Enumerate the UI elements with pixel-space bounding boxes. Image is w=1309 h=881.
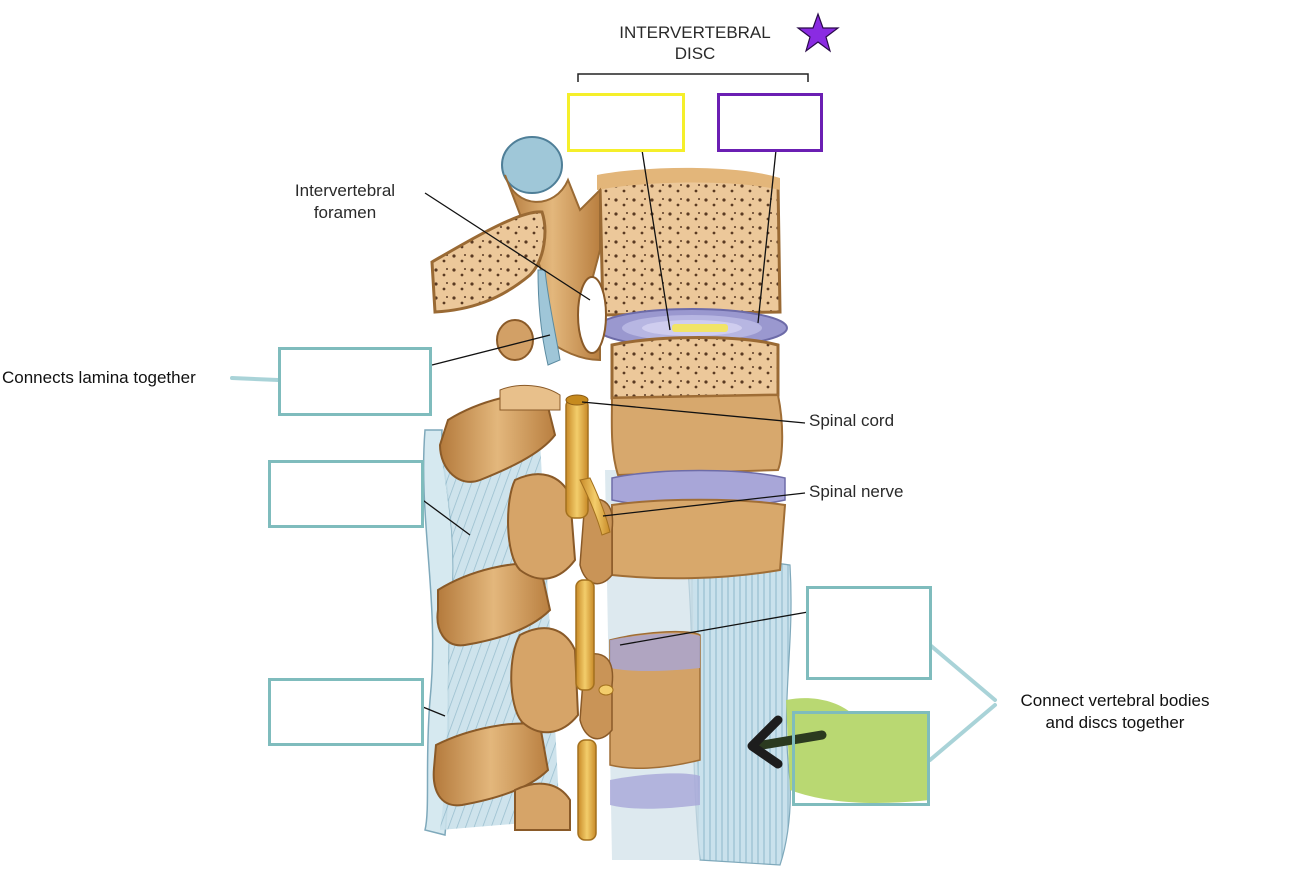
answer-box-annulus-fibrosus[interactable]	[717, 93, 823, 152]
note-connect-vertebral-bodies: Connect vertebral bodies and discs toget…	[995, 690, 1235, 734]
connector-strokes	[230, 376, 997, 762]
spinous-processes	[432, 385, 614, 831]
upper-posterior-elements	[430, 136, 607, 366]
star-icon	[796, 12, 840, 53]
label-intervertebral-foramen: Intervertebral foramen	[280, 180, 410, 224]
answer-box-ligamentum-flavum[interactable]	[278, 347, 432, 416]
title-line-2: DISC	[674, 44, 716, 63]
answer-box-supraspinous-ligament[interactable]	[268, 678, 424, 746]
title-line-1: INTERVERTEBRAL	[619, 23, 771, 42]
spinal-cord-and-nerves	[565, 394, 614, 841]
title-intervertebral-disc: INTERVERTEBRAL DISC	[600, 22, 790, 64]
label-spinal-cord: Spinal cord	[809, 411, 895, 430]
answer-box-anterior-longitudinal-ligament[interactable]	[792, 711, 930, 806]
note-bodies-line-2: and discs together	[1045, 713, 1185, 732]
note-bodies-line-1: Connect vertebral bodies	[1020, 691, 1210, 710]
green-highlight	[786, 698, 930, 803]
answer-box-interspinous-ligament[interactable]	[268, 460, 424, 528]
anterior-longitudinal-ligament	[687, 561, 792, 866]
lower-vertebral-body	[611, 498, 787, 580]
lower-disc-3	[610, 773, 700, 809]
answer-box-nucleus-pulposus[interactable]	[567, 93, 685, 152]
answer-box-posterior-longitudinal-ligament[interactable]	[806, 586, 932, 680]
foramen-line-2: foramen	[313, 203, 377, 222]
middle-vertebral-body	[610, 336, 784, 477]
foramen-line-1: Intervertebral	[294, 181, 396, 200]
label-spinal-nerve: Spinal nerve	[809, 482, 904, 501]
upper-vertebral-body	[597, 167, 782, 317]
note-connects-lamina: Connects lamina together	[2, 368, 196, 387]
disc-bracket	[577, 73, 809, 82]
